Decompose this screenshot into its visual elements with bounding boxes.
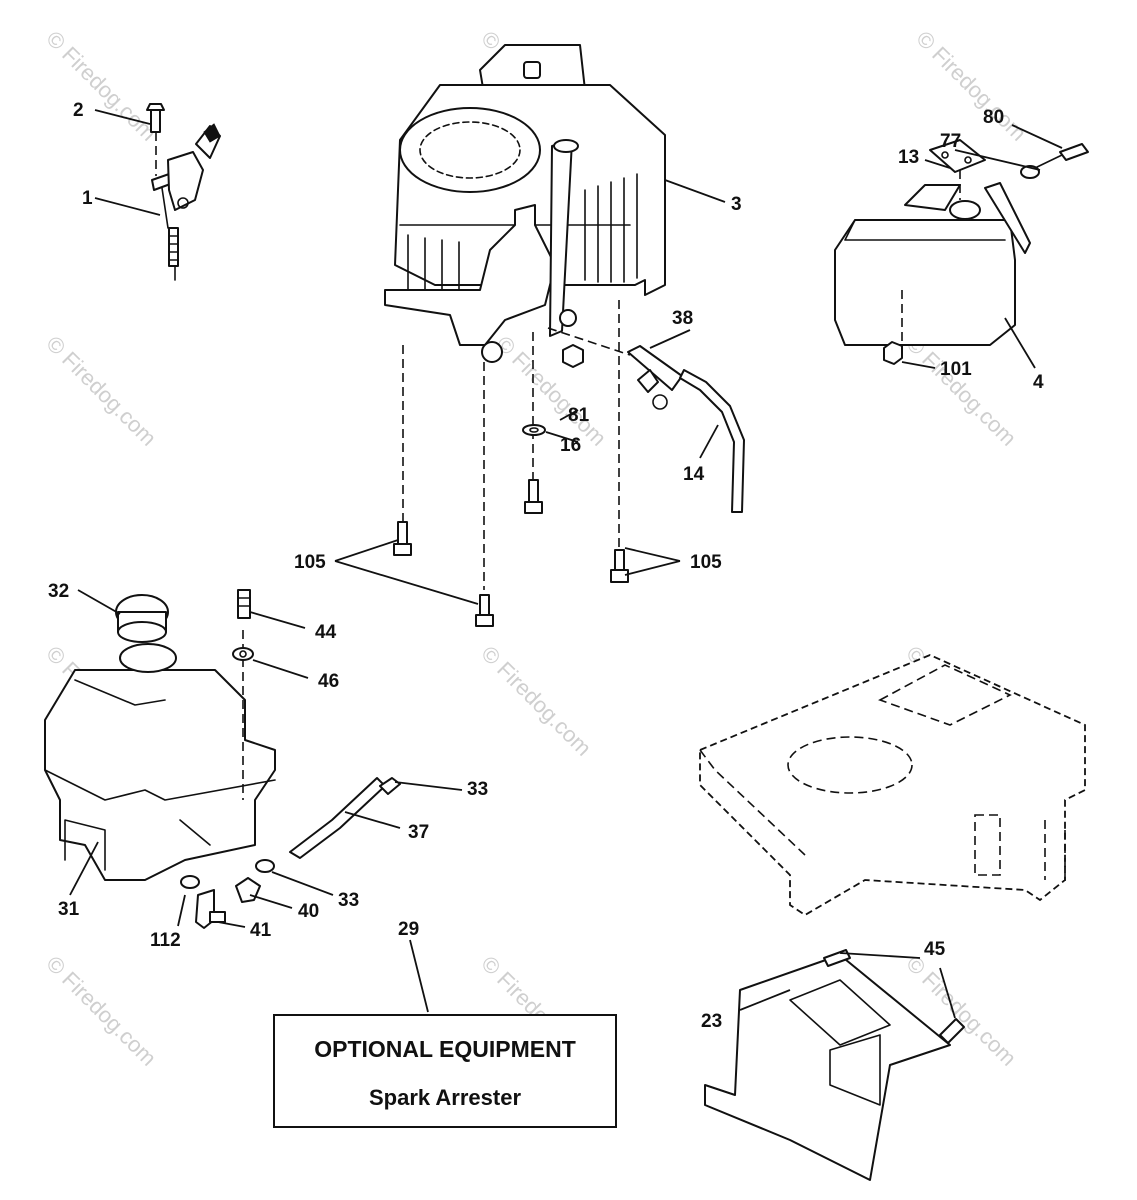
callout-80: 80 [983,107,1004,128]
callout-101: 101 [940,359,972,380]
callout-33-lower: 33 [338,890,359,911]
washer-16 [522,424,546,436]
callout-41: 41 [250,920,272,941]
callout-38: 38 [672,308,693,329]
callout-4: 4 [1033,372,1044,393]
callout-81: 81 [568,405,590,426]
callout-16: 16 [560,435,581,456]
fuel-filter-illustration [627,345,745,513]
watermark-4: © Firedog.com [41,331,161,451]
callout-105-right: 105 [690,552,722,573]
callout-44: 44 [315,622,337,643]
callout-77: 77 [940,131,961,152]
callout-3: 3 [731,194,742,215]
engine-illustration [384,44,666,363]
bolts-105 [393,479,629,627]
callout-105-left: 105 [294,552,326,573]
callout-14: 14 [683,464,705,485]
leader-lines [69,109,1063,1019]
callout-40: 40 [298,901,319,922]
mower-frame-illustration [699,654,1086,917]
callout-45: 45 [924,939,946,960]
callout-2: 2 [73,100,84,121]
watermark-3: © Firedog.com [911,26,1031,146]
callout-37: 37 [408,822,429,843]
watermark-10: © Firedog.com [41,951,161,1071]
callout-46: 46 [318,671,339,692]
nut-81 [562,344,584,368]
optional-equipment-title: OPTIONAL EQUIPMENT [314,1036,576,1062]
spark-arrester-text: Spark Arrester [369,1085,521,1110]
callout-33-upper: 33 [467,779,488,800]
callout-23: 23 [701,1011,722,1032]
watermark-1: © Firedog.com [41,26,161,146]
callout-1: 1 [82,188,93,209]
throttle-control-illustration [146,103,221,281]
spark-arrester-illustration [704,949,965,1181]
callout-112: 112 [150,930,181,951]
engine-mounting-lines [402,300,631,590]
watermark-8: © Firedog.com [476,641,596,761]
callout-labels: 1 2 3 4 13 77 80 101 38 14 81 16 105 105… [48,100,1044,1032]
optional-equipment-box: OPTIONAL EQUIPMENT Spark Arrester [273,1014,617,1128]
fuel-tank-illustration [44,589,401,929]
callout-32: 32 [48,581,69,602]
callout-29: 29 [398,919,419,940]
muffler-illustration [834,139,1089,365]
callout-31: 31 [58,899,80,920]
watermark-6: © Firedog.com [901,331,1021,451]
callout-13: 13 [898,147,919,168]
